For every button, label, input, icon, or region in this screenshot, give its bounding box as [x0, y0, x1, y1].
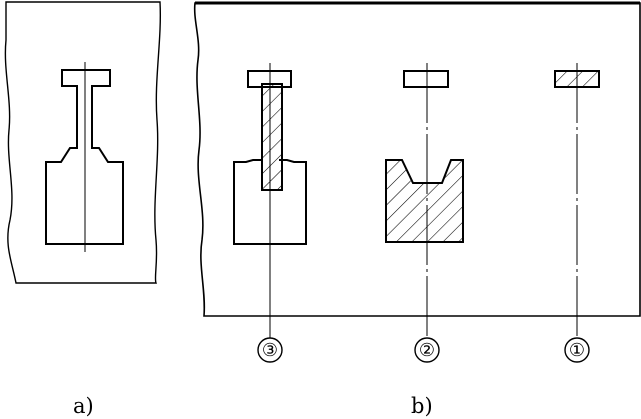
step-1-marker: ①: [564, 337, 590, 363]
step-1-profile: [554, 63, 600, 338]
step-2-top-slot: [403, 70, 449, 88]
step-2-label: ②: [419, 340, 435, 361]
step-2-hatched-dovetail: [385, 159, 464, 243]
step-2-profile: [385, 63, 464, 338]
panel-b-label: b): [411, 394, 433, 418]
panel-a: [4, 1, 162, 284]
panel-b-frame: [193, 2, 641, 317]
step-3-label: ③: [262, 340, 278, 361]
step-3-hatched-neck: [261, 83, 283, 191]
panel-a-label: a): [73, 394, 94, 418]
panel-b: [193, 1, 641, 338]
step-3-profile: [233, 63, 307, 338]
step-3-marker: ③: [257, 337, 283, 363]
step-2-marker: ②: [414, 337, 440, 363]
panel-a-break-outline: [4, 1, 162, 284]
step-1-label: ①: [569, 340, 585, 361]
t-slot-profile: [45, 69, 124, 245]
